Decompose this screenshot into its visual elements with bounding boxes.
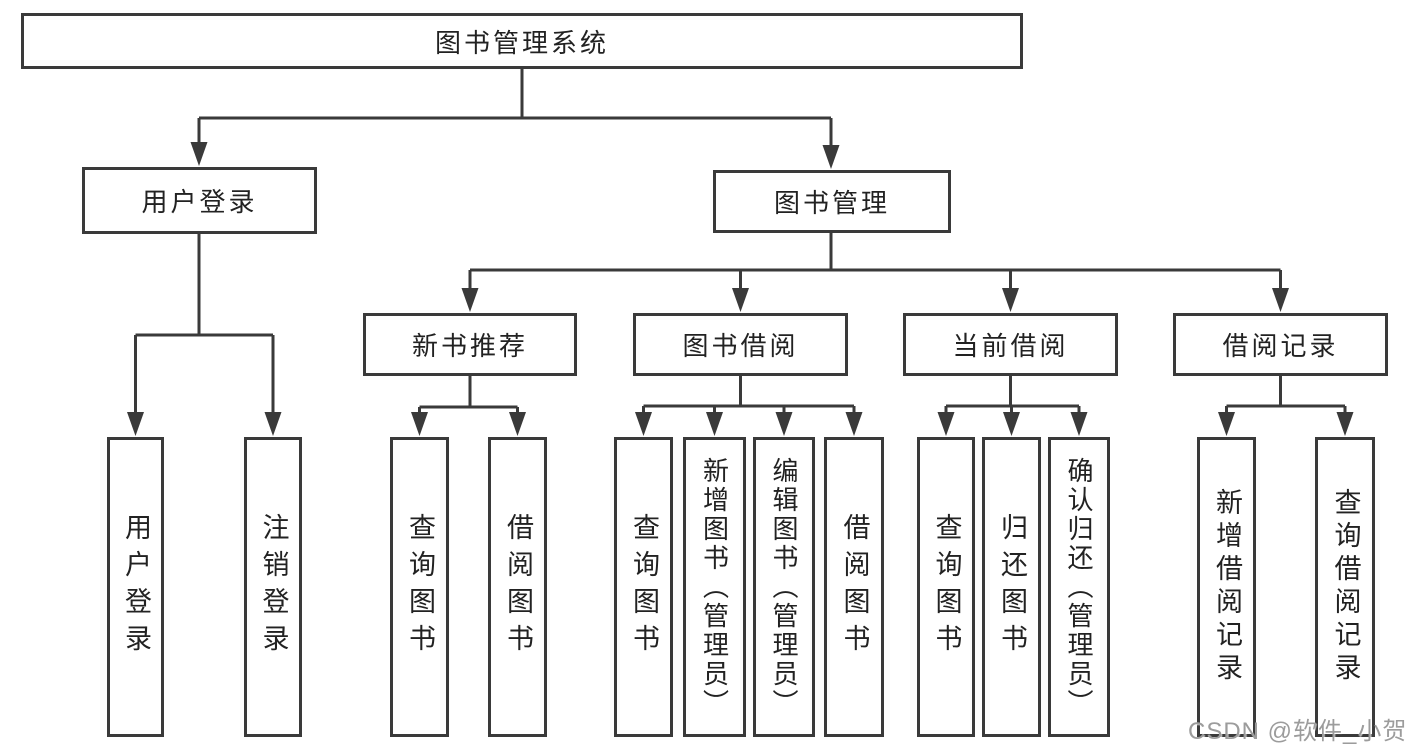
node-label: 图书借阅 [682,331,799,361]
node-label: 查询图书 [931,513,962,661]
leaf-borrow-books-2: 借阅图书 [824,437,884,737]
node-label: 查询图书 [405,513,435,661]
leaf-add-books-admin: 新增图书（管理员） [683,437,746,737]
node-label: 用户登录 [141,187,258,217]
leaf-add-borrow-record: 新增借阅记录 [1197,437,1256,737]
leaf-query-borrow-record: 查询借阅记录 [1315,437,1375,737]
node-label: 新书推荐 [411,331,528,361]
node-borrow-records: 借阅记录 [1173,313,1388,376]
leaf-user-login: 用户登录 [107,437,164,737]
node-label: 注销登录 [258,513,289,661]
node-label: 图书管理 [773,188,890,218]
node-label: 用户登录 [121,513,151,661]
leaf-return-books: 归还图书 [982,437,1041,737]
node-current-borrowing: 当前借阅 [903,313,1118,376]
node-label: 编辑图书（管理员） [769,456,799,718]
node-label: 查询借阅记录 [1330,488,1361,686]
node-user-login: 用户登录 [82,167,317,234]
leaf-confirm-return-admin: 确认归还（管理员） [1048,437,1110,737]
node-library-management-system: 图书管理系统 [21,13,1023,69]
node-label: 确认归还（管理员） [1064,456,1094,718]
leaf-logout: 注销登录 [244,437,302,737]
node-label: 新增图书（管理员） [699,456,730,718]
leaf-query-books-1: 查询图书 [390,437,449,737]
leaf-borrow-books-1: 借阅图书 [488,437,547,737]
node-label: 借阅图书 [839,513,870,661]
node-book-management: 图书管理 [713,170,951,233]
leaf-query-books-2: 查询图书 [614,437,673,737]
csdn-watermark: CSDN @软件_小贺同学 [1188,718,1405,745]
node-label: 归还图书 [997,513,1027,661]
node-label: 当前借阅 [952,331,1069,361]
leaf-query-books-3: 查询图书 [917,437,975,737]
node-new-book-recommend: 新书推荐 [363,313,577,376]
node-book-borrowing: 图书借阅 [633,313,848,376]
node-label: 新增借阅记录 [1212,488,1242,686]
leaf-edit-books-admin: 编辑图书（管理员） [753,437,815,737]
node-label: 借阅记录 [1222,331,1339,361]
node-label: 查询图书 [629,513,659,661]
node-label: 图书管理系统 [434,27,609,58]
node-label: 借阅图书 [503,513,533,661]
